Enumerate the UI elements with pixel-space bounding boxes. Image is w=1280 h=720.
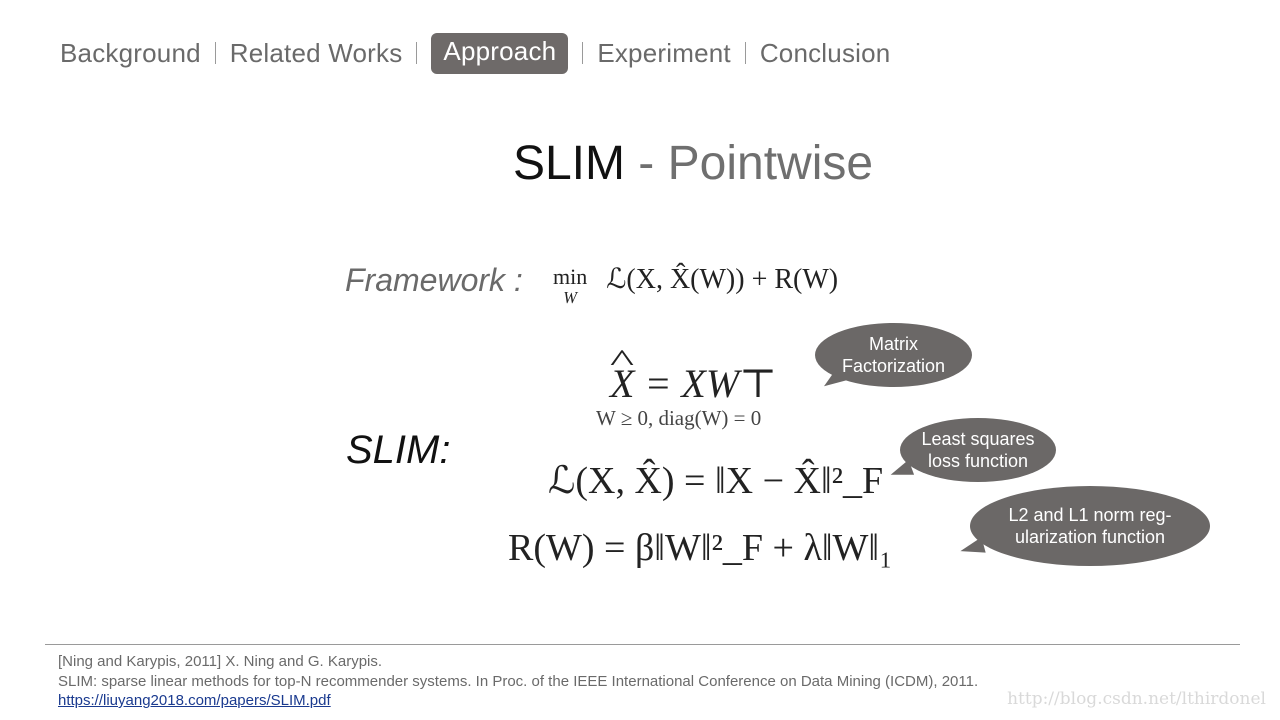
nav-related-works[interactable]: Related Works (229, 37, 403, 68)
section-nav: Background Related Works Approach Experi… (58, 32, 892, 74)
bubble-tail (887, 459, 915, 483)
equation-xhat: X = XW⊤ (610, 360, 777, 407)
nav-approach[interactable]: Approach (431, 32, 569, 74)
bubble-regularization: L2 and L1 norm reg- ularization function (970, 486, 1210, 566)
reference-line-2: SLIM: sparse linear methods for top-N re… (58, 672, 979, 690)
bubble-tail (958, 537, 986, 559)
min-operator: min W (553, 266, 587, 307)
xhat-symbol: X (610, 360, 634, 407)
bubble-least-squares: Least squares loss function (900, 418, 1056, 482)
bubble-mf-line1: Matrix (868, 333, 918, 354)
title-separator: - (624, 137, 668, 190)
slide-title: SLIM - Pointwise (0, 136, 1280, 191)
reference-block: [Ning and Karypis, 2011] X. Ning and G. … (58, 652, 978, 711)
equation-regularizer: R(W) = β‖W‖²_F + λ‖W‖₁ (508, 527, 893, 569)
reference-link[interactable]: https://liuyang2018.com/papers/SLIM.pdf (58, 692, 331, 709)
min-subscript: W (563, 288, 577, 307)
title-main: SLIM (512, 137, 625, 190)
framework-equation: min W ℒ(X, X̂(W)) + R(W) (553, 262, 838, 307)
nav-divider (416, 42, 418, 64)
bubble-matrix-factorization: Matrix Factorization (815, 323, 972, 387)
bubble-ls-line1: Least squares (921, 428, 1035, 449)
equation-loss: ℒ(X, X̂) = ‖X − X̂‖²_F (548, 460, 884, 502)
bubble-reg-line1: L2 and L1 norm reg- (1008, 504, 1172, 525)
reference-line-1: [Ning and Karypis, 2011] X. Ning and G. … (58, 653, 383, 670)
nav-divider (582, 42, 584, 64)
min-op-text: min (553, 264, 588, 289)
watermark: http://blog.csdn.net/lthirdonel (1007, 689, 1266, 709)
bubble-mf-line2: Factorization (841, 356, 946, 376)
xhat-rhs: = XW⊤ (644, 361, 777, 406)
bubble-ls-line2: loss function (927, 451, 1029, 471)
constraint-text: W ≥ 0, diag(W) = 0 (596, 406, 762, 430)
title-sub: Pointwise (667, 137, 874, 190)
framework-label: Framework : (345, 262, 523, 298)
slim-label: SLIM: (346, 428, 451, 472)
nav-experiment[interactable]: Experiment (597, 37, 731, 68)
framework-expr: ℒ(X, X̂(W)) + R(W) (606, 264, 839, 295)
bubble-reg-line2: ularization function (1014, 527, 1166, 547)
footer-divider (45, 644, 1240, 645)
nav-divider (214, 42, 216, 64)
nav-conclusion[interactable]: Conclusion (759, 37, 891, 68)
nav-background[interactable]: Background (60, 37, 201, 68)
nav-divider (744, 42, 746, 64)
